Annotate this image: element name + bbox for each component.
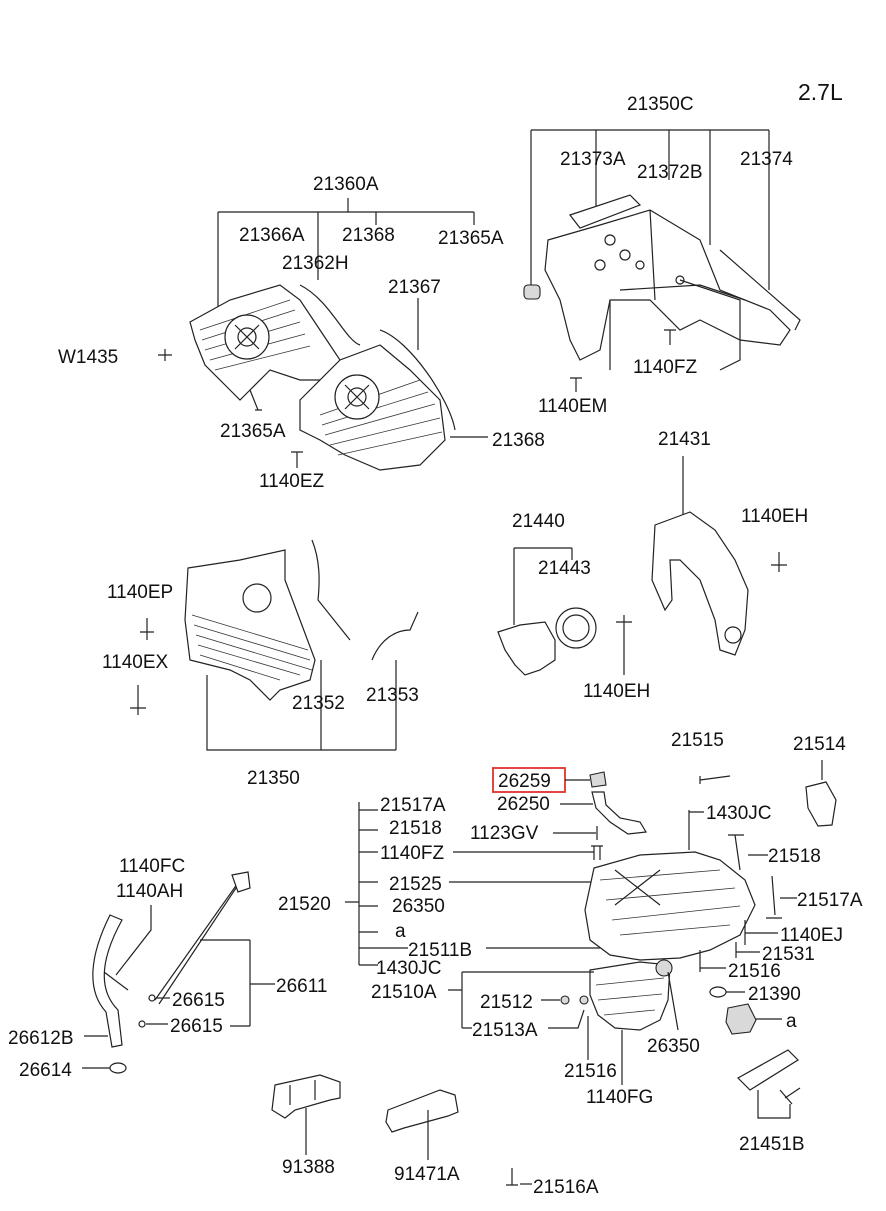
part-label-21372B[interactable]: 21372B xyxy=(637,162,703,183)
part-label-26350-left[interactable]: 26350 xyxy=(392,896,445,917)
part-label-1140EM[interactable]: 1140EM xyxy=(538,396,607,417)
part-label-21368-right[interactable]: 21368 xyxy=(492,430,545,451)
part-label-21350C[interactable]: 21350C xyxy=(627,94,694,115)
part-label-1140FG[interactable]: 1140FG xyxy=(586,1087,653,1108)
part-label-21374[interactable]: 21374 xyxy=(740,149,793,170)
dipstick-tube-drawing xyxy=(92,914,123,1048)
part-label-21512[interactable]: 21512 xyxy=(480,992,533,1013)
part-label-1123GV[interactable]: 1123GV xyxy=(470,823,539,844)
part-label-1140EX[interactable]: 1140EX xyxy=(102,652,169,673)
part-label-21518-right[interactable]: 21518 xyxy=(768,846,821,867)
part-label-21365A-low[interactable]: 21365A xyxy=(220,421,286,442)
part-label-a-left[interactable]: a xyxy=(395,921,406,942)
part-label-21366A[interactable]: 21366A xyxy=(239,225,305,246)
part-label-26611[interactable]: 26611 xyxy=(276,976,327,997)
part-label-21451B[interactable]: 21451B xyxy=(739,1134,805,1155)
lower-cover-drawing xyxy=(184,549,316,701)
rear-plate-group: 21431 1140EH xyxy=(651,429,808,656)
part-label-1430JC-low[interactable]: 1430JC xyxy=(376,958,442,979)
oil-seal-case-group: 21440 21443 1140EH xyxy=(497,511,650,702)
plug-21350C-drawing xyxy=(523,284,541,300)
gasket-26259-drawing xyxy=(589,771,607,788)
part-label-21431[interactable]: 21431 xyxy=(658,429,711,450)
part-label-21443[interactable]: 21443 xyxy=(538,558,591,579)
part-label-1140AH[interactable]: 1140AH xyxy=(116,881,183,902)
part-label-26350-low[interactable]: 26350 xyxy=(647,1036,700,1057)
part-label-26612B[interactable]: 26612B xyxy=(8,1028,74,1049)
part-label-21367[interactable]: 21367 xyxy=(388,277,441,298)
lower-timing-cover-group: 1140EP 1140EX 21352 21353 21350 xyxy=(102,539,419,789)
part-label-26615-b[interactable]: 26615 xyxy=(170,1016,223,1037)
part-label-1140EZ[interactable]: 1140EZ xyxy=(259,471,325,492)
sealant-tube-drawing xyxy=(737,1049,799,1091)
part-label-21516A[interactable]: 21516A xyxy=(533,1177,599,1198)
part-label-21513A[interactable]: 21513A xyxy=(472,1020,538,1041)
rear-timing-cover-group: 21350C 21373A 21372B 21374 1140FZ 1140EM xyxy=(523,94,801,417)
part-label-21390[interactable]: 21390 xyxy=(748,984,801,1005)
part-label-26614[interactable]: 26614 xyxy=(19,1060,72,1081)
part-label-21510A[interactable]: 21510A xyxy=(371,982,437,1003)
part-label-1140EH-top[interactable]: 1140EH xyxy=(741,506,808,527)
part-label-21362H[interactable]: 21362H xyxy=(282,253,349,274)
part-label-W1435[interactable]: W1435 xyxy=(58,347,118,368)
part-label-21514[interactable]: 21514 xyxy=(793,734,846,755)
bottom-parts-group: 91388 91471A 21516A 21451B xyxy=(271,1049,805,1198)
part-label-21516-right[interactable]: 21516 xyxy=(728,961,781,982)
part-label-91388[interactable]: 91388 xyxy=(282,1157,335,1178)
part-label-21518-left[interactable]: 21518 xyxy=(389,818,442,839)
upper-timing-cover-group: 21360A 21366A 21368 21365A 21362H 21367 … xyxy=(58,174,545,492)
part-label-21517A-right[interactable]: 21517A xyxy=(797,890,863,911)
part-label-91471A[interactable]: 91471A xyxy=(394,1164,460,1185)
rear-plate-drawing xyxy=(651,511,749,656)
upper-oil-pan-drawing xyxy=(584,851,756,961)
part-label-26259[interactable]: 26259 xyxy=(498,771,551,792)
part-label-21515[interactable]: 21515 xyxy=(671,730,724,751)
part-label-21531[interactable]: 21531 xyxy=(762,944,815,965)
part-label-21350[interactable]: 21350 xyxy=(247,768,300,789)
part-label-21373A[interactable]: 21373A xyxy=(560,149,626,170)
part-label-21511B[interactable]: 21511B xyxy=(408,940,472,961)
bracket-91388-drawing xyxy=(271,1074,341,1119)
part-label-21517A-left[interactable]: 21517A xyxy=(380,795,446,816)
part-label-21516-low[interactable]: 21516 xyxy=(564,1061,617,1082)
part-label-21520[interactable]: 21520 xyxy=(278,894,331,915)
oil-pan-group: 26259 26250 1123GV 21515 21514 1430JC 21… xyxy=(278,730,863,1108)
part-label-26615-a[interactable]: 26615 xyxy=(172,990,225,1011)
part-label-1140FZ-mid[interactable]: 1140FZ xyxy=(380,843,444,864)
part-label-21360A[interactable]: 21360A xyxy=(313,174,379,195)
dipstick-group: 1140FC 1140AH 26611 26615 26615 26612B 2… xyxy=(8,856,327,1081)
part-label-21365A-top[interactable]: 21365A xyxy=(438,228,504,249)
oil-filter-drawing xyxy=(725,1003,757,1035)
lower-oil-pan-drawing xyxy=(589,961,671,1031)
oil-strainer-drawing xyxy=(591,791,647,835)
part-label-1140EP[interactable]: 1140EP xyxy=(107,582,173,603)
part-label-1140EH-low[interactable]: 1140EH xyxy=(583,681,650,702)
part-label-1140FC[interactable]: 1140FC xyxy=(119,856,185,877)
engine-size-label: 2.7L xyxy=(798,79,843,105)
part-label-21352[interactable]: 21352 xyxy=(292,693,345,714)
part-label-21440[interactable]: 21440 xyxy=(512,511,565,532)
part-label-21353[interactable]: 21353 xyxy=(366,685,419,706)
part-label-1140FZ-top[interactable]: 1140FZ xyxy=(633,357,697,378)
bracket-91471A-drawing xyxy=(385,1089,459,1133)
part-label-a-right[interactable]: a xyxy=(786,1011,797,1032)
gasket-21514-drawing xyxy=(805,781,837,827)
rear-cover-plate-drawing xyxy=(544,209,791,361)
part-label-21525[interactable]: 21525 xyxy=(389,874,442,895)
part-label-1430JC-top[interactable]: 1430JC xyxy=(706,803,772,824)
seal-case-drawing xyxy=(497,621,556,676)
part-label-1140EJ[interactable]: 1140EJ xyxy=(780,925,843,946)
part-label-21368-top[interactable]: 21368 xyxy=(342,225,395,246)
part-label-26250[interactable]: 26250 xyxy=(497,794,550,815)
